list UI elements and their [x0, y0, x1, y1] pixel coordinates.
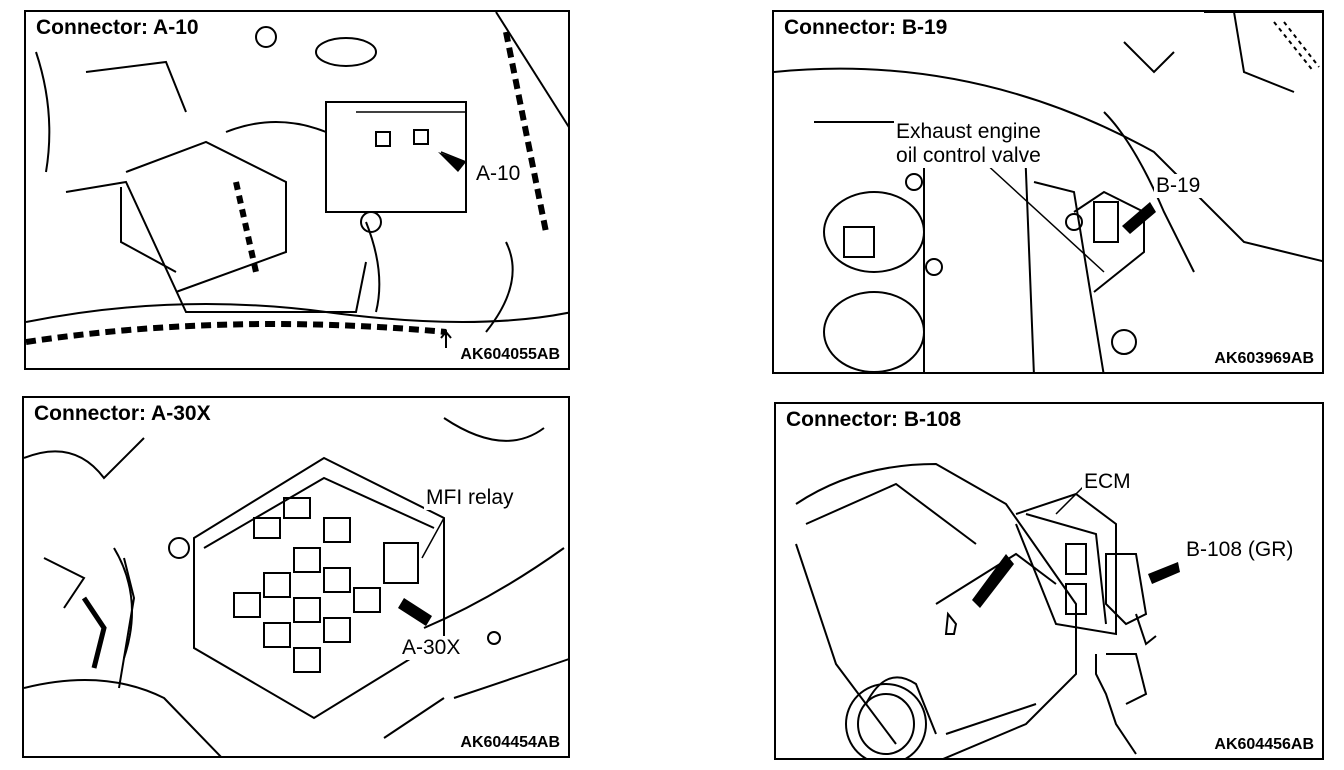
- figure-code: AK603969AB: [1212, 350, 1316, 368]
- panel-title: Connector: B-108: [784, 408, 964, 432]
- figure-code: AK604454AB: [458, 734, 562, 752]
- panel-connector-a-30x: Connector: A-30X MFI relay A-30X AK60445…: [22, 396, 570, 758]
- engine-top-drawing: [774, 12, 1322, 372]
- figure-code: AK604456AB: [1212, 736, 1316, 754]
- callout-exhaust-oil-control-valve: Exhaust engine oil control valve: [894, 120, 1043, 168]
- vehicle-ecm-drawing: [795, 462, 1180, 758]
- engine-bay-drawing: [26, 12, 568, 348]
- callout-mfi-relay: MFI relay: [424, 486, 516, 510]
- callout-a-10: A-10: [474, 162, 523, 186]
- panel-connector-b-108: Connector: B-108 ECM B-108 (GR) AK604456…: [774, 402, 1324, 760]
- figure-code: AK604055AB: [458, 346, 562, 364]
- callout-line-1: Exhaust engine: [896, 120, 1041, 143]
- callout-b-108: B-108 (GR): [1184, 538, 1296, 562]
- callout-line-2: oil control valve: [896, 144, 1041, 167]
- relay-box-drawing: [24, 417, 568, 756]
- callout-ecm: ECM: [1082, 470, 1133, 494]
- callout-a-30x: A-30X: [400, 636, 463, 660]
- callout-b-19: B-19: [1154, 174, 1203, 198]
- panel-connector-b-19: Connector: B-19 Exhaust engine oil contr…: [772, 10, 1324, 374]
- panel-title: Connector: A-30X: [32, 402, 213, 426]
- panel-connector-a-10: Connector: A-10 A-10 AK604055AB: [24, 10, 570, 370]
- panel-title: Connector: A-10: [34, 16, 201, 40]
- panel-title: Connector: B-19: [782, 16, 950, 40]
